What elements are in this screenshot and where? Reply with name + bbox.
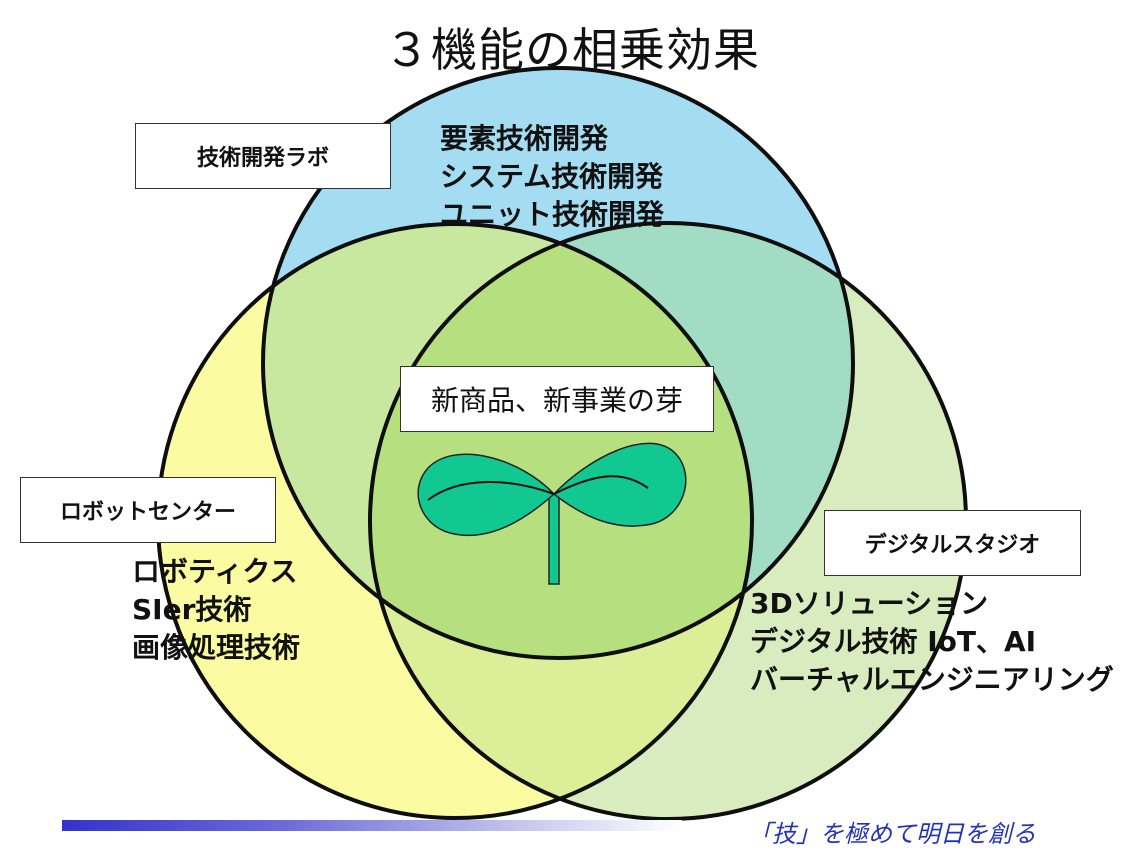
robot-items: ロボティクス SIer技術 画像処理技術	[132, 553, 300, 667]
footer-gradient-bar	[62, 820, 682, 831]
lab-label: 技術開発ラボ	[196, 146, 329, 171]
studio-label-box: デジタルスタジオ	[824, 510, 1081, 576]
sprout-vein-right	[553, 475, 649, 495]
lab-items: 要素技術開発 システム技術開発 ユニット技術開発	[440, 120, 664, 234]
sprout-leaf-left	[417, 453, 556, 537]
studio-item: デジタル技術 IoT、AI	[750, 625, 1037, 658]
robot-label: ロボットセンター	[59, 500, 236, 525]
robot-item: 画像処理技術	[132, 631, 301, 664]
studio-item: バーチャルエンジニアリング	[750, 663, 1114, 696]
sprout-vein-left	[427, 481, 555, 501]
footer-slogan: 「技」を極めて明日を創る	[748, 820, 1036, 848]
lab-item: システム技術開発	[440, 160, 664, 193]
sprout-stem	[548, 493, 560, 585]
sprout-icon	[417, 442, 687, 585]
center-label-box: 新商品、新事業の芽	[400, 366, 714, 432]
robot-item: ロボティクス	[132, 555, 298, 588]
studio-items: 3Dソリューション デジタル技術 IoT、AI バーチャルエンジニアリング	[750, 585, 1114, 699]
robot-item: SIer技術	[132, 593, 252, 626]
sprout-leaf-right	[552, 442, 687, 527]
center-label: 新商品、新事業の芽	[430, 384, 683, 417]
circle-lab-outline	[261, 66, 855, 660]
lab-item: 要素技術開発	[440, 122, 609, 155]
lab-item: ユニット技術開発	[440, 198, 665, 231]
studio-item: 3Dソリューション	[750, 587, 989, 620]
lab-label-box: 技術開発ラボ	[135, 123, 391, 189]
robot-label-box: ロボットセンター	[20, 477, 276, 543]
page-title: ３機能の相乗効果	[384, 23, 760, 77]
studio-label: デジタルスタジオ	[864, 533, 1041, 558]
